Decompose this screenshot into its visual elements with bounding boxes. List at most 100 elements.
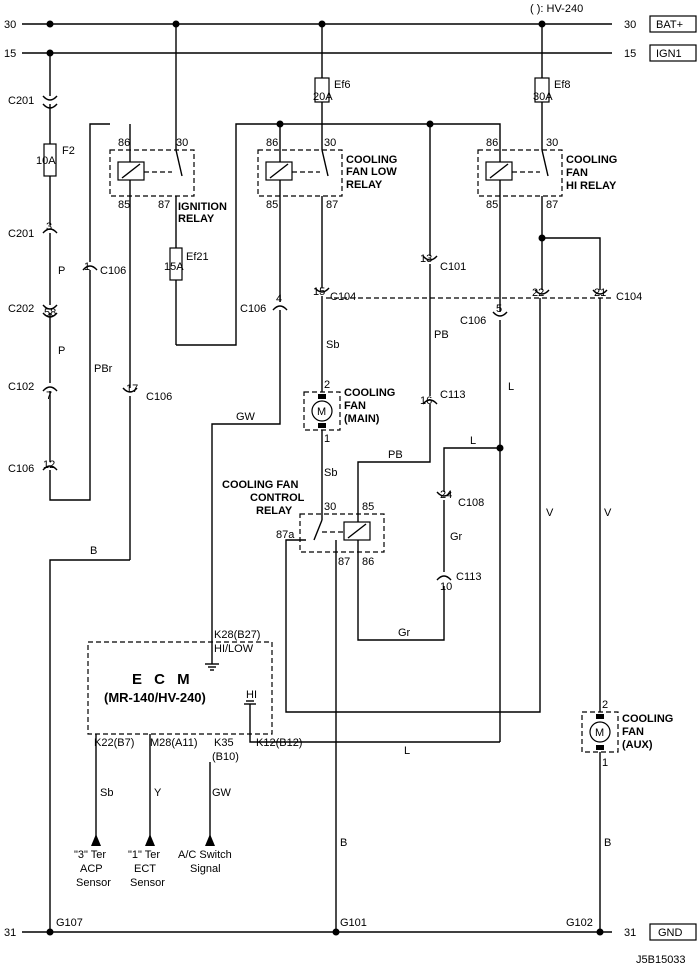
- fuse-f2-label: F2: [62, 145, 75, 157]
- c108-label: C108: [458, 497, 484, 509]
- connector-c102: [42, 386, 58, 392]
- fuse-ef6-rating: 20A: [313, 91, 333, 103]
- control-relay-pin30: 30: [324, 501, 336, 513]
- ect-sensor-line2: ECT: [134, 863, 156, 875]
- fan-main-pin2: 2: [324, 379, 330, 391]
- c106-pin4-label: C106: [240, 303, 266, 315]
- fan-main-motor-symbol: M: [317, 406, 326, 418]
- wire-b-right: B: [604, 837, 611, 849]
- low-relay-pin86: 86: [266, 137, 278, 149]
- wire-gr-1: Gr: [398, 627, 411, 639]
- c102-label: C102: [8, 381, 34, 393]
- fan-aux-label-3: (AUX): [622, 739, 653, 751]
- gnd-label: GND: [658, 927, 683, 939]
- fuse-ef21-label: Ef21: [186, 251, 209, 263]
- fuse-ef6-body: [314, 77, 330, 103]
- ign-relay-label-2: RELAY: [178, 213, 215, 225]
- acp-sensor-line2: ACP: [80, 863, 103, 875]
- wire-p-1: P: [58, 265, 65, 277]
- fuse-ef6-label: Ef6: [334, 79, 351, 91]
- bat-terminal-box: BAT+: [649, 15, 697, 33]
- c106-pin5-label: C106: [460, 315, 486, 327]
- connector-c101: [422, 255, 438, 261]
- ground-g102: G102: [566, 917, 593, 929]
- wire-l-1: L: [470, 435, 476, 447]
- wire-sb-acp: Sb: [100, 787, 113, 799]
- ecm-pin-k35-alt: (B10): [212, 751, 239, 763]
- fan-main-label-2: FAN: [344, 400, 366, 412]
- connector-c106-pin17: [122, 387, 138, 393]
- gr-wire: [443, 447, 500, 572]
- wire-l-2: L: [508, 381, 514, 393]
- connector-c201-top: [42, 95, 58, 109]
- c106-pin17-label: C106: [146, 391, 172, 403]
- control-relay-label-3: RELAY: [256, 505, 293, 517]
- connector-c202: [42, 304, 58, 318]
- bus-30-label-left: 30: [4, 19, 16, 31]
- low-relay-label-2: FAN LOW: [346, 166, 397, 178]
- ignition-relay-wires: [49, 24, 501, 932]
- c102-pin: 7: [46, 390, 52, 402]
- bus-30-label-right: 30: [624, 19, 636, 31]
- c104-pin15: 15: [313, 286, 325, 298]
- ign-relay-pin86: 86: [118, 137, 130, 149]
- connector-c113-upper: [422, 399, 438, 405]
- variant-note: ( ): HV-240: [530, 3, 583, 15]
- ignition-relay: [109, 149, 195, 197]
- hi-relay-label-2: FAN: [566, 167, 588, 179]
- wire-l-3: L: [404, 745, 410, 757]
- low-relay-label-3: RELAY: [346, 179, 383, 191]
- ign-relay-pin87: 87: [158, 199, 170, 211]
- hi-relay-pin87: 87: [546, 199, 558, 211]
- low-relay-pin85: 85: [266, 199, 278, 211]
- acp-sensor-line1: "3" Ter: [74, 849, 106, 861]
- connector-c201-bottom: [42, 228, 58, 234]
- control-relay-wires: [285, 298, 541, 932]
- bus-15-label-right: 15: [624, 48, 636, 60]
- c101-label: C101: [440, 261, 466, 273]
- wire-gw-1: GW: [236, 411, 256, 423]
- control-relay-pin85: 85: [362, 501, 374, 513]
- fuse-ef21-rating: 15A: [164, 261, 184, 273]
- connector-c104-pin21: [592, 289, 608, 295]
- ground-g107: G107: [56, 917, 83, 929]
- ecm-pin-k28: K28(B27): [214, 629, 260, 641]
- wire-p-2: P: [58, 345, 65, 357]
- fan-low-relay: [257, 149, 343, 197]
- c202-pin: 58: [44, 307, 56, 319]
- c104-pin15-label: C104: [330, 291, 356, 303]
- control-relay-pin87a: 87a: [276, 529, 295, 541]
- ign-relay-label-1: IGNITION: [178, 201, 227, 213]
- fuse-ef8-rating: 30A: [533, 91, 553, 103]
- c201-bottom-pin: 3: [46, 221, 52, 233]
- ecm-pin-m28: M28(A11): [150, 737, 197, 749]
- fan-aux-label-1: COOLING: [622, 713, 673, 725]
- fan-low-relay-wires: [211, 24, 323, 652]
- connector-c104-pin15: [314, 287, 330, 293]
- wire-sb-2: Sb: [324, 467, 337, 479]
- c101-pin: 13: [420, 253, 432, 265]
- c106-pin1: 1: [84, 261, 90, 273]
- connector-c106-pin1: [82, 265, 98, 271]
- c113-lower-label: C113: [456, 571, 481, 583]
- ect-sensor-line3: Sensor: [130, 877, 165, 889]
- fan-aux-motor-symbol: M: [595, 727, 604, 739]
- ect-sensor-line1: "1" Ter: [128, 849, 160, 861]
- ecm-hi-low: HI/LOW: [214, 643, 254, 655]
- fuse-f2-rating: 10A: [36, 155, 56, 167]
- ign-relay-pin30: 30: [176, 137, 188, 149]
- ign-relay-pin85: 85: [118, 199, 130, 211]
- ecm-sensor-wires: [91, 734, 215, 846]
- ac-switch-line1: A/C Switch: [178, 849, 232, 861]
- fan-aux-pin1: 1: [602, 757, 608, 769]
- ign-label: IGN1: [656, 48, 682, 60]
- wire-pb-2: PB: [434, 329, 449, 341]
- fan-hi-relay-wires: [249, 24, 601, 932]
- c106-pin1-label: C106: [100, 265, 126, 277]
- c104-pin21: 21: [594, 287, 606, 299]
- ecm-pin-k22: K22(B7): [94, 737, 134, 749]
- ground-g101: G101: [340, 917, 367, 929]
- wire-sb-1: Sb: [326, 339, 339, 351]
- wire-gw-ac: GW: [212, 787, 232, 799]
- ecm-box: [87, 641, 273, 735]
